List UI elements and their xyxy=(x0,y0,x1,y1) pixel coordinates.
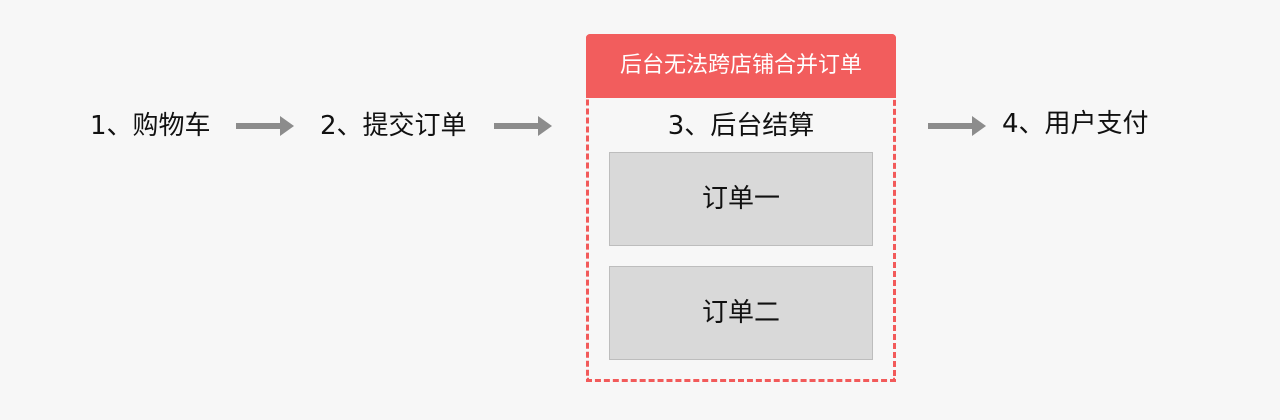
group-header-warning: 后台无法跨店铺合并订单 xyxy=(586,34,896,98)
arrow-right-icon xyxy=(236,116,296,136)
step-submit-order: 2、提交订单 xyxy=(320,111,467,141)
step-user-payment: 4、用户支付 xyxy=(1002,109,1149,139)
order-box-1: 订单一 xyxy=(609,152,873,246)
step-cart: 1、购物车 xyxy=(90,111,211,141)
arrow-right-icon xyxy=(494,116,554,136)
arrow-right-icon xyxy=(928,116,988,136)
order-box-2: 订单二 xyxy=(609,266,873,360)
step-backend-settlement: 3、后台结算 xyxy=(667,111,815,141)
backend-settlement-group: 后台无法跨店铺合并订单 3、后台结算 订单一 订单二 xyxy=(586,34,896,382)
